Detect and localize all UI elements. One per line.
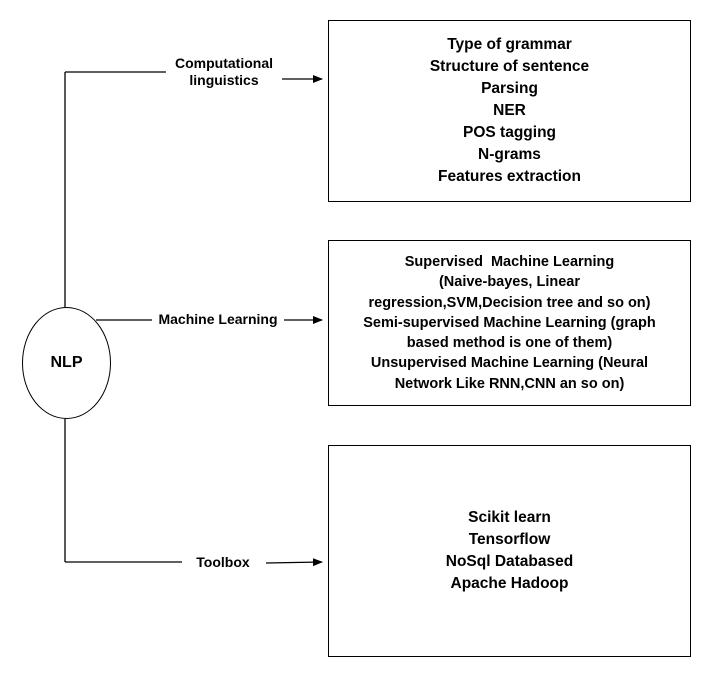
- list-item: Supervised Machine Learning: [404, 253, 615, 270]
- list-item: Structure of sentence: [429, 58, 590, 75]
- list-item: NER: [493, 102, 526, 119]
- list-item: Type of grammar: [447, 36, 572, 53]
- machine-learning-box: Supervised Machine Learning (Naive-bayes…: [328, 240, 691, 406]
- list-item: NoSql Databased: [445, 553, 574, 570]
- computational-linguistics-box: Type of grammar Structure of sentence Pa…: [328, 20, 691, 202]
- list-item: regression,SVM,Decision tree and so on): [368, 294, 651, 311]
- branch-label-line: Toolbox: [196, 554, 250, 570]
- list-item: N-grams: [478, 146, 541, 163]
- toolbox-box: Scikit learn Tensorflow NoSql Databased …: [328, 445, 691, 657]
- nlp-node: NLP: [22, 307, 111, 419]
- list-item: Semi-supervised Machine Learning (graph: [363, 314, 656, 331]
- arrow-toolbox: [265, 558, 323, 567]
- list-item: Apache Hadoop: [450, 575, 569, 592]
- list-item: Unsupervised Machine Learning (Neural: [370, 355, 649, 372]
- list-item: Parsing: [481, 80, 538, 97]
- list-item: Tensorflow: [468, 531, 551, 548]
- branch-label-toolbox: Toolbox: [186, 554, 260, 571]
- list-item: based method is one of them): [406, 335, 613, 352]
- list-item: Scikit learn: [468, 509, 551, 526]
- list-item: Network Like RNN,CNN an so on): [394, 375, 625, 392]
- branch-label-line: Computational: [175, 55, 273, 71]
- nlp-node-label: NLP: [50, 354, 83, 371]
- branch-label-machine-learning: Machine Learning: [152, 311, 284, 328]
- branch-label-line: linguistics: [189, 72, 259, 88]
- branch-label-line: Machine Learning: [158, 311, 278, 327]
- list-item: (Naive-bayes, Linear: [438, 274, 581, 291]
- branch-label-computational-linguistics: Computational linguistics: [166, 55, 282, 89]
- list-item: POS tagging: [463, 124, 556, 141]
- list-item: Features extraction: [438, 168, 581, 185]
